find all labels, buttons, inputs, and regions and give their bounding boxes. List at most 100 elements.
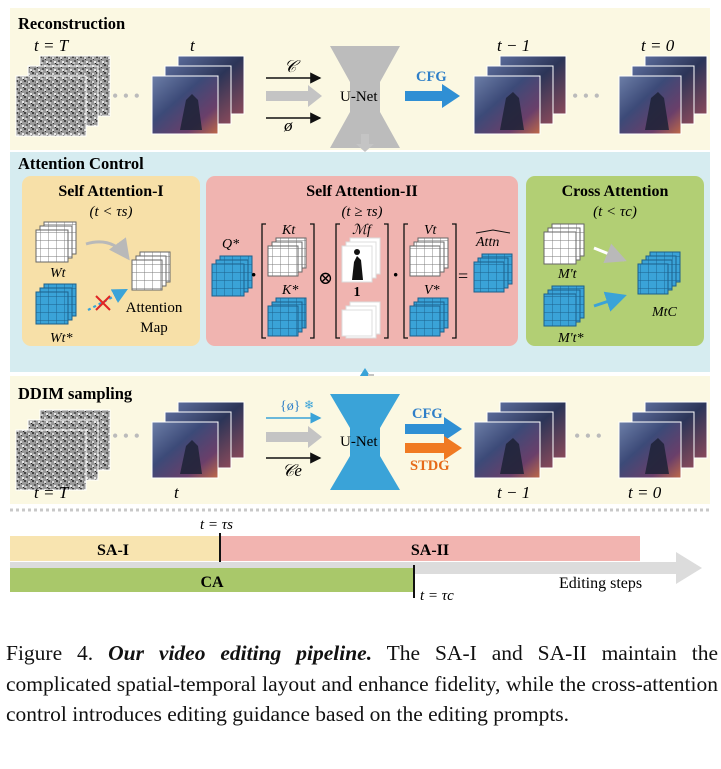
sa1-wstar-label: Wt* xyxy=(50,331,73,346)
recon-frames-t xyxy=(151,55,245,135)
timeline-tau-s-label: t = τs xyxy=(200,517,233,533)
sa2-v-label: Vt xyxy=(424,223,438,238)
ddim-label-t-minus-1: t − 1 xyxy=(497,483,530,502)
sa2-attn-hat xyxy=(475,229,511,234)
recon-label-t-0: t = 0 xyxy=(641,36,675,55)
sa2-k-bracket-left xyxy=(261,223,266,339)
sa2-v-grid xyxy=(409,237,449,277)
recon-cfg-label: CFG xyxy=(416,69,447,85)
sa2-q-grid xyxy=(211,255,253,297)
sa1-condition: (t < τs) xyxy=(90,204,133,220)
sa2-vstar-label: V* xyxy=(424,283,440,298)
ddim-gray-arrow xyxy=(266,426,322,448)
ddim-unet-shape xyxy=(330,394,400,490)
sa2-equals: = xyxy=(458,266,468,286)
sa2-m-bracket-left xyxy=(335,223,340,339)
sa2-kstar-label: K* xyxy=(281,283,298,298)
caption-text: The SA-I and SA-II maintain the complica… xyxy=(6,641,718,726)
recon-unet-label: U-Net xyxy=(340,89,378,105)
pipeline-figure: Reconstruction t = T t t − 1 t = 0 • • •… xyxy=(10,8,710,604)
sa2-q-label: Q* xyxy=(222,237,239,252)
timeline-ca-label: CA xyxy=(200,574,224,591)
attention-control-title: Attention Control xyxy=(18,154,144,173)
sa2-m-bracket-right xyxy=(384,223,389,339)
ddim-stdg-arrow xyxy=(405,436,462,460)
ca-condition: (t < τc) xyxy=(593,204,637,220)
sa2-title: Self Attention-II xyxy=(306,183,418,200)
sa1-wstar-grid xyxy=(35,283,77,325)
recon-ellipsis-2: • • • xyxy=(572,86,600,106)
recon-label-t-T: t = T xyxy=(34,36,70,55)
ddim-cfg-arrow xyxy=(405,417,462,441)
ca-m-arrow xyxy=(593,243,627,264)
timeline-tau-c-label: t = τc xyxy=(420,588,454,604)
ddim-noise-frames xyxy=(15,409,111,491)
ddim-cond-ce: 𝒞e xyxy=(282,461,302,480)
sa1-blocked-cross xyxy=(95,295,111,311)
recon-unet-shape xyxy=(330,46,400,148)
sa2-otimes: ⊗ xyxy=(318,268,333,288)
sa2-v-bracket-left xyxy=(403,223,408,339)
sa2-v-bracket-right xyxy=(452,223,457,339)
sa2-dot-1: · xyxy=(250,262,257,287)
ddim-label-t-0: t = 0 xyxy=(628,483,662,502)
ca-mc-label: MtC xyxy=(651,305,678,320)
ddim-ellipsis-1: • • • xyxy=(112,426,140,446)
sa2-kstar-grid xyxy=(267,297,307,337)
recon-frames-t-0 xyxy=(618,55,708,135)
ddim-label-t-T: t = T xyxy=(34,483,70,502)
timeline-steps-label: Editing steps xyxy=(559,575,642,592)
ddim-stdg-label: STDG xyxy=(410,458,450,474)
ca-title: Cross Attention xyxy=(562,183,669,200)
sa2-vstar-grid xyxy=(409,297,449,337)
sa1-w-grid xyxy=(35,221,77,263)
sa2-ones-grid xyxy=(341,301,381,339)
sa2-k-label: Kt xyxy=(281,223,296,238)
ddim-frames-t xyxy=(151,401,245,479)
caption-title: Our video editing pipeline. xyxy=(108,641,373,665)
sa1-title: Self Attention-I xyxy=(58,183,163,200)
ddim-cfg-label: CFG xyxy=(412,406,443,422)
sa2-one-label: 1 xyxy=(354,285,361,300)
ca-m-grid xyxy=(543,223,585,265)
timeline-ca-bar xyxy=(10,568,414,592)
ddim-cond-null: {ø} xyxy=(280,399,300,414)
sa1-attention-map xyxy=(131,251,171,291)
recon-cfg-arrow xyxy=(405,84,460,108)
sa2-k-grid xyxy=(267,237,307,277)
timeline-sa2-label: SA-II xyxy=(411,542,449,559)
ca-mstar-label: M't* xyxy=(557,331,584,346)
reconstruction-title: Reconstruction xyxy=(18,14,125,33)
sa1-w-arrow xyxy=(85,237,130,261)
sa1-wstar-arrow xyxy=(87,288,128,311)
sa2-mask-grid xyxy=(341,237,381,283)
sa2-dot-2: · xyxy=(392,262,399,287)
recon-label-t-minus-1: t − 1 xyxy=(497,36,530,55)
sa2-k-bracket-right xyxy=(310,223,315,339)
sa2-attn-grid xyxy=(473,253,513,293)
ddim-title: DDIM sampling xyxy=(18,384,133,403)
sa1-map-label-2: Map xyxy=(140,320,168,336)
timeline-sa2-bar xyxy=(220,536,640,561)
sa1-map-label: Attention xyxy=(126,300,183,316)
ddim-frames-t-minus-1 xyxy=(473,401,567,479)
ddim-label-t: t xyxy=(174,483,180,502)
sa2-m-label: ℳf xyxy=(352,223,373,238)
ca-mc-grid xyxy=(637,251,681,295)
recon-ellipsis-1: • • • xyxy=(112,86,140,106)
figure-caption: Figure 4. Our video editing pipeline. Th… xyxy=(6,638,718,730)
snowflake-icon: ❄ xyxy=(304,398,314,412)
recon-label-t: t xyxy=(190,36,196,55)
caption-figure-number: Figure 4. xyxy=(6,641,94,665)
sa2-attn-label: Attn xyxy=(475,235,499,250)
ca-mstar-grid xyxy=(543,285,585,327)
recon-down-arrow xyxy=(356,134,374,152)
recon-gray-arrow xyxy=(266,85,322,107)
recon-cond-null: ø xyxy=(283,116,293,135)
timeline-sa1-label: SA-I xyxy=(97,542,129,559)
ca-m-label: M't xyxy=(557,267,578,282)
sa1-w-label: Wt xyxy=(50,266,67,281)
timeline-sa1-bar xyxy=(10,536,220,561)
recon-frames-t-minus-1 xyxy=(473,55,567,135)
ca-mstar-arrow xyxy=(593,291,627,312)
